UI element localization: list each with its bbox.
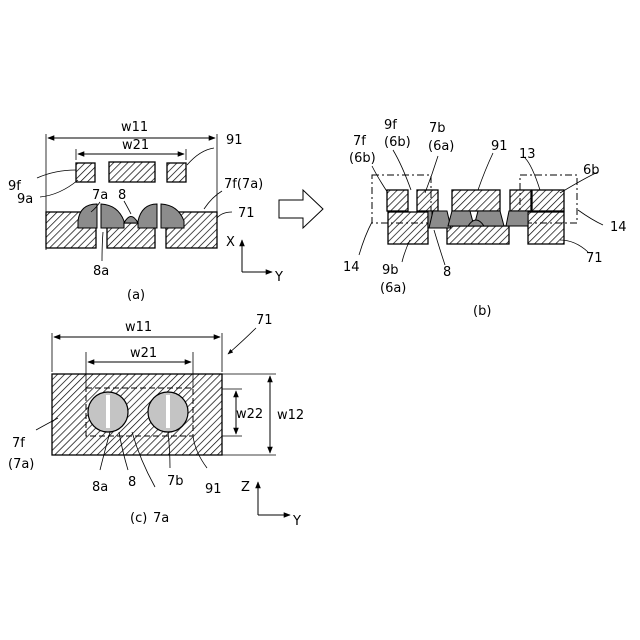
label-9f: 9f <box>384 118 397 133</box>
label-8a: 8a <box>93 264 109 279</box>
ball-left <box>88 392 128 432</box>
label-8: 8 <box>128 475 136 490</box>
plate-segment <box>532 190 564 211</box>
label-8: 8 <box>443 265 451 280</box>
axis-label-y: Y <box>274 270 283 285</box>
label-9a: 9a <box>17 192 33 207</box>
label-71: 71 <box>256 313 273 328</box>
panel-a: w11 w21 <box>8 120 283 303</box>
label-6b-left: (6b) <box>349 151 376 166</box>
squashed-bump <box>506 211 528 226</box>
dimension-w22: w22 <box>222 389 263 436</box>
label-w11: w11 <box>121 120 148 135</box>
caption-a: (a) <box>127 288 145 303</box>
axis-label-x: X <box>226 235 235 250</box>
label-7b: 7b <box>167 474 184 489</box>
label-7f-7a: 7f(7a) <box>224 177 263 192</box>
axis-label-y: Y <box>292 514 301 529</box>
caption-c: (c) <box>130 511 147 526</box>
axis-label-z: Z <box>241 480 250 495</box>
label-w12: w12 <box>277 408 304 423</box>
substrate-center <box>447 226 509 244</box>
axes-z-y: Z Y <box>241 480 301 529</box>
label-w21: w21 <box>122 138 149 153</box>
label-14-left: 14 <box>343 260 360 275</box>
plate-segment <box>417 190 438 211</box>
label-71: 71 <box>238 206 255 221</box>
label-6a-bottom: (6a) <box>380 281 406 296</box>
label-6b-mid: (6b) <box>384 135 411 150</box>
process-arrow <box>279 190 323 228</box>
ball-right <box>148 392 188 432</box>
label-91: 91 <box>226 133 243 148</box>
label-7a: 7a <box>92 188 108 203</box>
caption-b: (b) <box>473 304 491 319</box>
bump-left-a <box>78 204 97 228</box>
label-71: 71 <box>586 251 603 266</box>
bump-right-a <box>138 204 157 228</box>
plate-segment <box>510 190 531 211</box>
label-91: 91 <box>205 482 222 497</box>
plate-91 <box>52 374 222 455</box>
small-bump <box>124 217 138 224</box>
axes-x-y: X Y <box>226 235 283 285</box>
label-8a: 8a <box>92 480 108 495</box>
label-7f: 7f <box>353 134 366 149</box>
label-8: 8 <box>118 188 126 203</box>
label-w22: w22 <box>236 407 263 422</box>
substrate-left <box>388 212 428 244</box>
label-7a: 7a <box>153 511 169 526</box>
label-7f: 7f <box>12 436 25 451</box>
label-91: 91 <box>491 139 508 154</box>
label-6b-right: 6b <box>583 163 600 178</box>
label-6a-top: (6a) <box>428 139 454 154</box>
label-13: 13 <box>519 147 536 162</box>
panel-b: 7f (6b) 9f (6b) 7b (6a) 91 13 6b 14 14 9… <box>343 118 627 319</box>
dimension-w21: w21 <box>76 138 186 160</box>
panel-c: w11 w21 w22 <box>8 313 304 529</box>
plate-segment <box>387 190 408 211</box>
substrate-right <box>528 212 564 244</box>
bump-left-b <box>101 204 124 228</box>
plate-segment <box>452 190 500 211</box>
label-9b: 9b <box>382 263 399 278</box>
label-w11: w11 <box>125 320 152 335</box>
plate-segment <box>109 162 155 182</box>
bump-right-b <box>161 204 184 228</box>
plate-segment <box>167 163 186 182</box>
label-7b: 7b <box>429 121 446 136</box>
plate-segment <box>76 163 95 182</box>
label-7a-paren: (7a) <box>8 457 34 472</box>
label-14-right: 14 <box>610 220 627 235</box>
label-w21: w21 <box>130 346 157 361</box>
